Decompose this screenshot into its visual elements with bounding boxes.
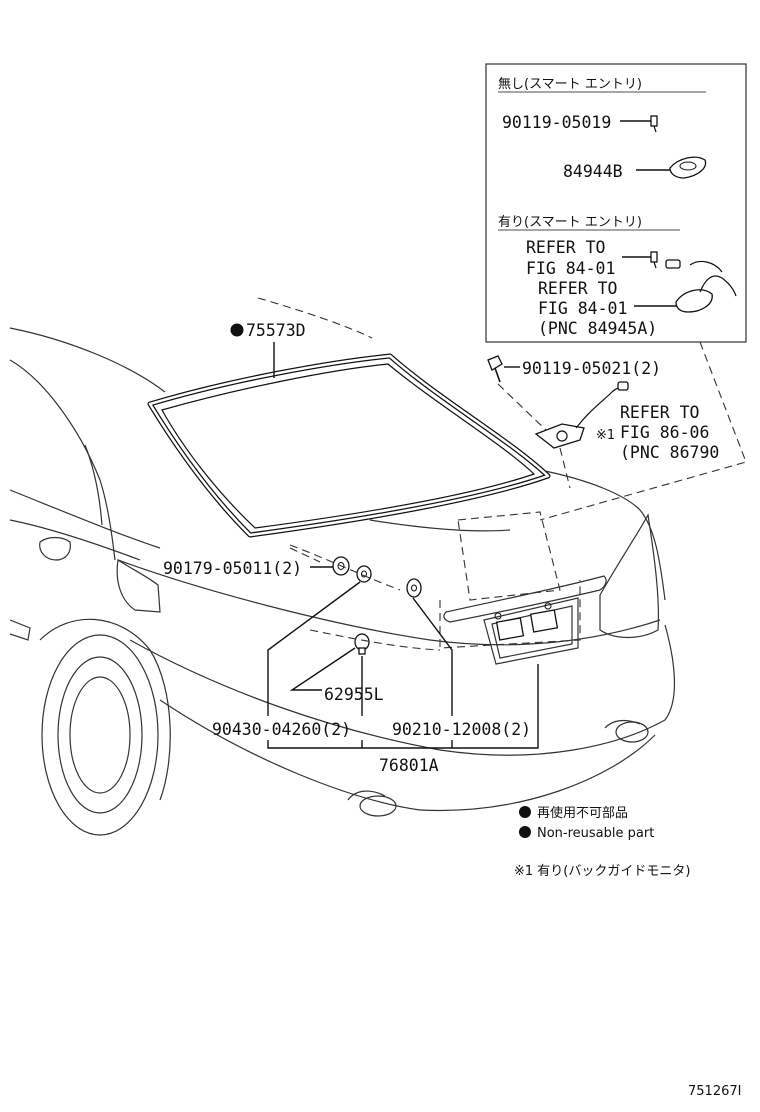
leader-62955l (289, 647, 356, 691)
label-90179-05011: 90179-05011(2) (163, 559, 302, 578)
label-90119-05019: 90119-05019 (502, 113, 611, 132)
refer-b-line1: REFER TO (538, 279, 617, 298)
non-reusable-marker (230, 323, 244, 337)
legend-non-reusable-jp: 再使用不可部品 (537, 805, 628, 821)
refer-c-line1: REFER TO (620, 403, 699, 422)
moulding-75573d (147, 353, 551, 538)
refer-a-line2: FIG 84-01 (526, 259, 615, 278)
switch-harness-icon (665, 259, 737, 313)
inset-heading-without: 無し(スマート エントリ) (498, 77, 642, 92)
label-75573d: 75573D (246, 321, 306, 340)
refer-b-line3: (PNC 84945A) (538, 319, 657, 338)
lower-clip-guide (309, 629, 441, 651)
camera-guide-line (559, 447, 571, 489)
screw-icon (650, 251, 658, 269)
switch-cover-icon (669, 156, 707, 179)
label-90210-12008: 90210-12008(2) (392, 720, 531, 739)
label-90430-04260: 90430-04260(2) (212, 720, 351, 739)
label-62955l: 62955L (324, 685, 384, 704)
leader-90210-12008 (412, 597, 453, 716)
note-mark-1: ※1 (596, 428, 615, 443)
screw-icon (650, 115, 658, 133)
clip-row-guide (289, 544, 401, 591)
legend-non-reusable-en: Non-reusable part (537, 826, 654, 841)
refer-c-line2: FIG 86-06 (620, 423, 709, 442)
leader-90430-04260 (267, 581, 361, 716)
inset-link-line (539, 341, 747, 521)
garnish-76801a (439, 511, 607, 665)
figure-id: 751267I (688, 1084, 741, 1099)
legend-bullet (519, 826, 531, 838)
bolt-guide-line (497, 383, 549, 433)
label-84944b: 84944B (563, 162, 623, 181)
car-body-outline (9, 297, 676, 836)
clip-62955l (354, 633, 370, 655)
legend-bullet (519, 806, 531, 818)
label-76801a: 76801A (379, 756, 439, 775)
inset-heading-with: 有り(スマート エントリ) (498, 215, 642, 230)
grommet-guide (289, 547, 321, 563)
legend-footnote: ※1 有り(バックガイドモニタ) (514, 864, 690, 879)
refer-b-line2: FIG 84-01 (538, 299, 627, 318)
inset-frame (485, 63, 747, 343)
nut-90210-12008 (406, 578, 422, 598)
label-90119-05021: 90119-05021(2) (522, 359, 661, 378)
bolt-90119-05021 (487, 355, 503, 383)
clip-90430-04260 (356, 565, 372, 583)
refer-c-line3: (PNC 86790 (620, 443, 719, 462)
legend: 再使用不可部品 Non-reusable part ※1 有り(バックガイドモニ… (514, 805, 690, 879)
camera-icon (534, 381, 629, 449)
refer-a-line1: REFER TO (526, 238, 605, 257)
assembly-bracket (267, 740, 539, 749)
smart-entry-inset: 無し(スマート エントリ) 90119-05019 84944B 有り(スマート… (485, 63, 747, 343)
